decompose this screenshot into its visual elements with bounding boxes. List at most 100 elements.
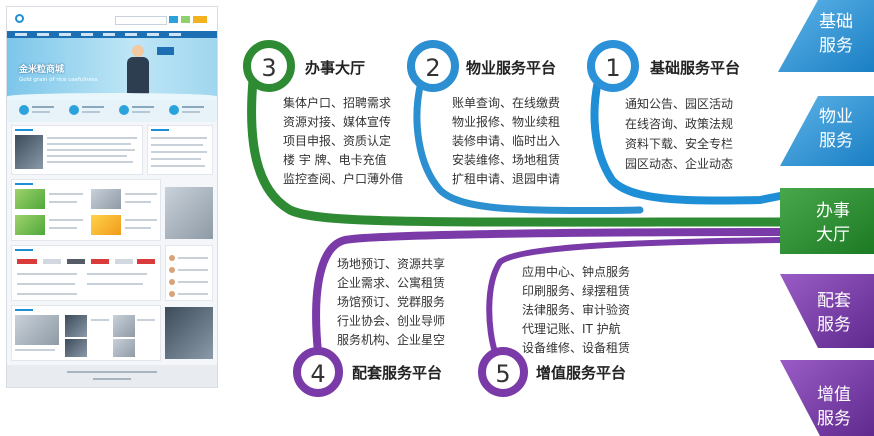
platform-3-connector	[247, 75, 785, 227]
website-mockup: 金米粒商城 Gold grain of rice usefulness	[6, 6, 218, 388]
panel-heading	[15, 249, 33, 251]
platform-1-number: 1	[605, 54, 620, 82]
mockup-service-icons	[7, 100, 217, 122]
platform-3-item: 项目申报、资质认定	[283, 133, 391, 148]
partner-logo	[67, 259, 85, 264]
mockup-banner-subtitle: Gold grain of rice usefulness	[19, 77, 98, 83]
service-label	[132, 106, 154, 108]
platform-4-item: 企业需求、公寓租赁	[337, 275, 445, 290]
mockup-login-button	[181, 16, 190, 23]
partner-logo	[43, 259, 61, 264]
platform-3-node: 3	[243, 40, 295, 92]
platform-4-item: 场地预订、资源共享	[337, 256, 445, 271]
promo-image	[91, 189, 121, 209]
service-label	[182, 111, 200, 113]
platform-5-item: 设备维修、设备租赁	[522, 340, 630, 355]
side-label-support-line1: 配套	[817, 291, 851, 311]
mockup-nav-item	[103, 33, 115, 36]
promo-line	[125, 193, 157, 195]
mockup-nav-item	[37, 33, 49, 36]
venue-line	[137, 319, 155, 321]
side-label-office-line2: 大厅	[816, 225, 850, 245]
notice-line	[151, 137, 207, 139]
platform-5-item: 代理记账、IT 护航	[522, 321, 621, 336]
promo-line	[49, 219, 83, 221]
promo-line	[125, 201, 151, 203]
platform-2-item: 物业报修、物业续租	[452, 114, 560, 129]
platform-3-number: 3	[261, 54, 276, 82]
service-icon	[69, 105, 79, 115]
platform-2-title: 物业服务平台	[466, 59, 556, 77]
platform-3-items: 集体户口、招聘需求 资源对接、媒体宣传 项目申报、资质认定 楼 宇 牌、电卡充值…	[283, 95, 403, 186]
panel-heading	[15, 183, 33, 185]
platform-4-number: 4	[310, 360, 325, 388]
platform-1-item: 园区动态、企业动态	[625, 156, 733, 171]
partner-line	[87, 273, 147, 275]
platform-2-item: 扩租申请、退园申请	[452, 172, 560, 186]
platform-4-item: 服务机构、企业星空	[337, 332, 445, 347]
promo-image	[15, 215, 45, 235]
promo-line	[49, 193, 83, 195]
venue-photo	[65, 315, 87, 337]
partner-logo	[91, 259, 109, 264]
mockup-nav-item	[169, 33, 181, 36]
mockup-register-button	[193, 16, 207, 23]
partner-logo	[137, 259, 155, 264]
promo-line	[125, 227, 151, 229]
side-label-property: 物业 服务	[780, 96, 874, 166]
mockup-nav-item	[147, 33, 159, 36]
platform-1-item: 通知公告、园区活动	[625, 97, 733, 111]
venue-photo	[113, 339, 135, 357]
expert-avatar	[169, 267, 175, 273]
news-line	[47, 143, 131, 145]
news-line	[47, 161, 133, 163]
platform-4-connector	[312, 228, 784, 356]
expert-line	[178, 269, 208, 271]
platform-4-node: 4	[293, 347, 343, 397]
mockup-search-box	[115, 16, 167, 25]
news-line	[47, 149, 135, 151]
expert-line	[178, 281, 208, 283]
promo-image	[91, 215, 121, 235]
promo-line	[49, 227, 77, 229]
promo-poster	[165, 187, 213, 239]
platform-1-title: 基础服务平台	[649, 59, 740, 77]
platform-3-item: 集体户口、招聘需求	[283, 95, 391, 110]
notice-line	[151, 158, 201, 160]
news-line	[47, 137, 137, 139]
platform-4-items: 场地预订、资源共享 企业需求、公寓租赁 场馆预订、党群服务 行业协会、创业导师 …	[337, 256, 445, 347]
side-label-office: 办事 大厅	[780, 188, 874, 254]
platform-3-item: 楼 宇 牌、电卡充值	[283, 152, 387, 167]
mockup-banner-person	[127, 45, 149, 95]
service-icon	[169, 105, 179, 115]
side-label-value-line1: 增值	[817, 385, 851, 405]
mockup-banner-tag	[157, 47, 174, 55]
mockup-banner-title: 金米粒商城	[19, 65, 65, 75]
partner-line	[17, 283, 75, 285]
venue-photo	[15, 315, 59, 345]
news-line	[47, 155, 127, 157]
platform-1-node: 1	[587, 40, 639, 92]
mockup-banner-wave	[7, 93, 217, 100]
service-label	[32, 106, 54, 108]
news-photo	[15, 135, 43, 169]
venue-line	[15, 349, 55, 351]
notice-line	[151, 165, 205, 167]
venue-line	[91, 319, 109, 321]
side-label-support-line2: 服务	[817, 315, 851, 335]
mockup-nav-item	[59, 33, 71, 36]
service-label	[82, 106, 104, 108]
mockup-footer	[7, 365, 217, 387]
platform-5-items: 应用中心、钟点服务 印刷服务、绿摆租赁 法律服务、审计验资 代理记账、IT 护航…	[522, 264, 630, 355]
mockup-banner	[7, 38, 217, 100]
side-label-basic-line1: 基础	[819, 12, 853, 32]
notice-line	[151, 151, 207, 153]
platform-5-item: 法律服务、审计验资	[522, 302, 630, 317]
platform-1-connector	[590, 77, 784, 205]
platform-2-item: 账单查询、在线缴费	[452, 95, 560, 110]
side-label-basic-line2: 服务	[819, 36, 853, 56]
mockup-search-button	[169, 16, 178, 23]
mockup-nav-item	[15, 33, 27, 36]
side-label-basic: 基础 服务	[778, 0, 874, 72]
